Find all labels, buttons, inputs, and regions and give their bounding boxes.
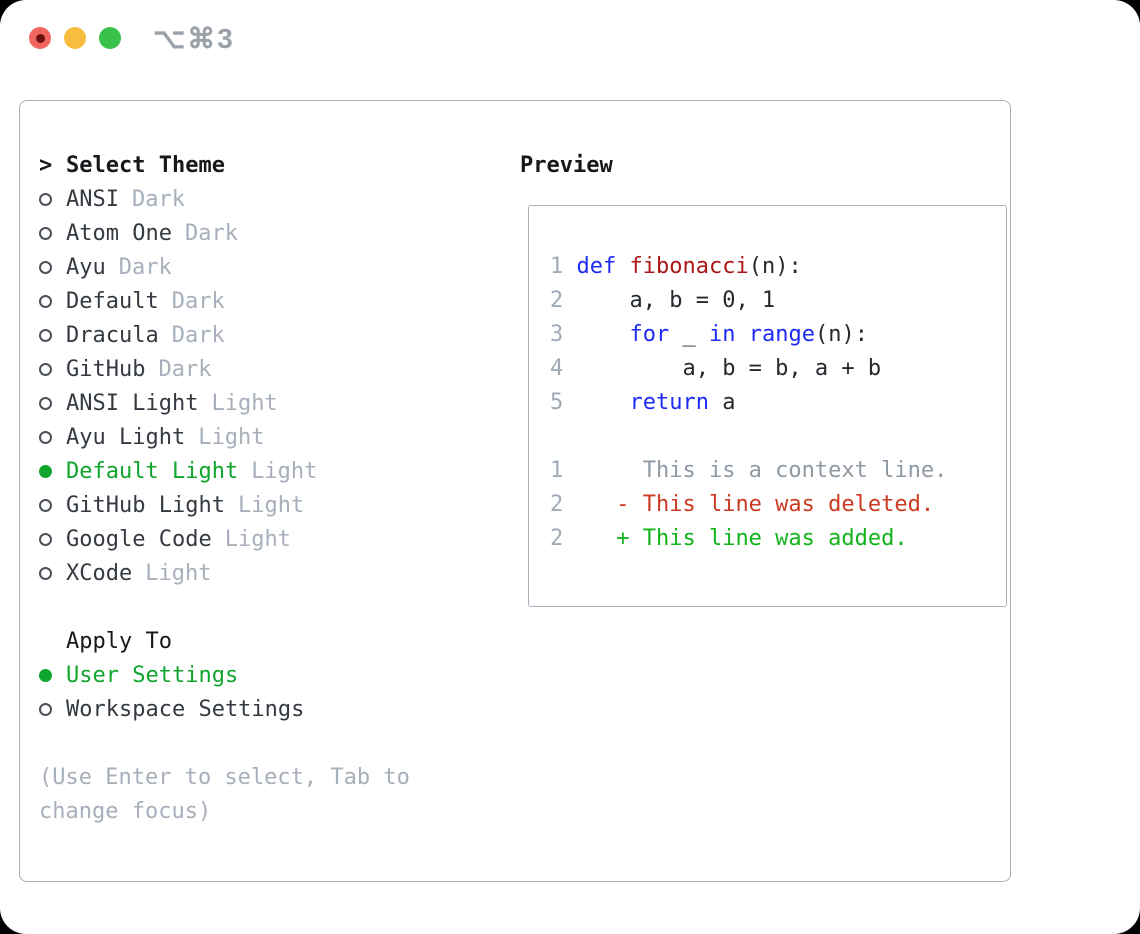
theme-option-label: Dracula bbox=[66, 322, 159, 348]
radio-icon bbox=[39, 566, 52, 580]
theme-option[interactable]: Atom One Dark bbox=[39, 216, 489, 250]
settings-column: > Select Theme ANSI Dark Atom One Dark A… bbox=[39, 148, 489, 828]
close-button[interactable] bbox=[29, 27, 51, 49]
traffic-lights bbox=[29, 27, 121, 49]
focus-pointer-icon: > bbox=[39, 152, 53, 178]
code-line: 4 a, b = b, a + b bbox=[550, 356, 882, 381]
theme-option-label: ANSI bbox=[66, 186, 119, 212]
apply-to-option-label: User Settings bbox=[66, 662, 239, 688]
theme-option-variant-tag: Light bbox=[224, 526, 291, 552]
radio-icon bbox=[39, 702, 52, 716]
theme-option-variant-tag: Dark bbox=[118, 254, 172, 280]
theme-option[interactable]: Google Code Light bbox=[39, 522, 489, 556]
spacer-row bbox=[39, 726, 489, 760]
select-theme-header: > Select Theme bbox=[39, 148, 489, 182]
code-line: 2 - This line was deleted. bbox=[550, 492, 935, 517]
window-shortcut-label: ⌥⌘3 bbox=[153, 22, 235, 54]
radio-icon bbox=[39, 192, 52, 206]
theme-option-variant-tag: Light bbox=[237, 492, 305, 518]
theme-option-variant-tag: Light bbox=[251, 458, 318, 484]
theme-option-variant-tag: Light bbox=[145, 560, 212, 586]
theme-option-label: GitHub bbox=[66, 356, 146, 382]
theme-option[interactable]: Default Dark bbox=[39, 284, 489, 318]
zoom-button[interactable] bbox=[99, 27, 121, 49]
apply-to-title: Apply To bbox=[66, 628, 172, 654]
theme-option[interactable]: Ayu Dark bbox=[39, 250, 489, 284]
theme-option-label: GitHub Light bbox=[66, 492, 225, 518]
theme-option-label: Default bbox=[66, 288, 159, 314]
radio-icon bbox=[39, 498, 52, 512]
radio-selected-icon bbox=[39, 464, 52, 478]
theme-option[interactable]: ANSI Dark bbox=[39, 182, 489, 216]
preview-header: Preview bbox=[501, 148, 1007, 182]
theme-option-label: Google Code bbox=[66, 526, 212, 552]
theme-option-variant-tag: Light bbox=[198, 424, 265, 450]
theme-option[interactable]: ANSI Light Light bbox=[39, 386, 489, 420]
radio-selected-icon bbox=[39, 668, 52, 682]
theme-option[interactable]: GitHub Dark bbox=[39, 352, 489, 386]
code-line: 1 def fibonacci(n): bbox=[550, 254, 802, 279]
theme-option-variant-tag: Dark bbox=[184, 220, 238, 246]
apply-to-header: Apply To bbox=[39, 624, 489, 658]
theme-option-label: Ayu bbox=[66, 254, 106, 280]
spacer-row bbox=[39, 590, 489, 624]
radio-icon bbox=[39, 362, 52, 376]
code-line: 2 + This line was added. bbox=[550, 526, 908, 551]
code-line: 5 return a bbox=[550, 390, 736, 415]
help-text-line-1: (Use Enter to select, Tab to bbox=[39, 764, 410, 790]
code-line: 1 This is a context line. bbox=[550, 458, 948, 483]
theme-option-variant-tag: Dark bbox=[171, 288, 225, 314]
theme-option-label: Atom One bbox=[66, 220, 172, 246]
radio-icon bbox=[39, 532, 52, 546]
radio-icon bbox=[39, 328, 52, 342]
theme-option-variant-tag: Dark bbox=[171, 322, 225, 348]
app-frame: > Select Theme ANSI Dark Atom One Dark A… bbox=[19, 100, 1011, 882]
theme-option-label: XCode bbox=[66, 560, 133, 586]
apply-to-option[interactable]: Workspace Settings bbox=[39, 692, 489, 726]
help-text-line-2: change focus) bbox=[39, 798, 212, 824]
radio-icon bbox=[39, 226, 52, 240]
theme-option-variant-tag: Dark bbox=[131, 186, 185, 212]
apply-to-option[interactable]: User Settings bbox=[39, 658, 489, 692]
code-line: 2 a, b = 0, 1 bbox=[550, 288, 776, 313]
theme-option[interactable]: Ayu Light Light bbox=[39, 420, 489, 454]
minimize-button[interactable] bbox=[64, 27, 86, 49]
radio-icon bbox=[39, 430, 52, 444]
select-theme-title: Select Theme bbox=[66, 152, 225, 178]
theme-option[interactable]: XCode Light bbox=[39, 556, 489, 590]
theme-option[interactable]: GitHub Light Light bbox=[39, 488, 489, 522]
theme-list: ANSI Dark Atom One Dark Ayu Dark Default… bbox=[39, 182, 489, 590]
code-line bbox=[550, 420, 1006, 454]
theme-option[interactable]: Dracula Dark bbox=[39, 318, 489, 352]
theme-option[interactable]: Default Light Light bbox=[39, 454, 489, 488]
apply-to-list: User Settings Workspace Settings bbox=[39, 658, 489, 726]
theme-option-variant-tag: Light bbox=[211, 390, 278, 416]
theme-option-label: ANSI Light bbox=[66, 390, 199, 416]
code-line: 3 for _ in range(n): bbox=[550, 322, 868, 347]
preview-title: Preview bbox=[520, 152, 613, 178]
theme-option-label: Ayu Light bbox=[66, 424, 186, 450]
preview-column: Preview 1 def fibonacci(n): 2 a, b = 0, 1… bbox=[501, 148, 1007, 607]
radio-icon bbox=[39, 396, 52, 410]
code-preview-pane: 1 def fibonacci(n): 2 a, b = 0, 1 3 for _ … bbox=[528, 205, 1007, 607]
theme-option-label: Default Light bbox=[66, 458, 239, 484]
theme-option-variant-tag: Dark bbox=[158, 356, 212, 382]
titlebar: ⌥⌘3 bbox=[0, 0, 1140, 76]
radio-icon bbox=[39, 260, 52, 274]
apply-to-option-label: Workspace Settings bbox=[66, 696, 305, 722]
radio-icon bbox=[39, 294, 52, 308]
